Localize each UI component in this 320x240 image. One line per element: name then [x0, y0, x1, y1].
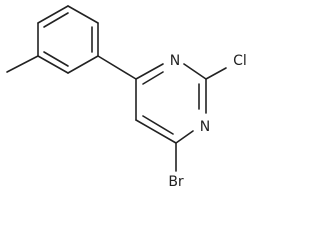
bond-pyr-n3-c2 [183, 63, 207, 80]
structure-canvas: N N Cl Br [6, 5, 247, 190]
bond-methyl [6, 55, 39, 73]
bond-ar-c2-c3 [37, 5, 69, 24]
bond-pyr-c6-c5 [135, 119, 177, 144]
atom-label-n1: N [200, 119, 210, 135]
atom-label-n3: N [170, 53, 180, 69]
bond-pyr-c4-n3 [135, 63, 164, 80]
bond-pyr-n1-c6 [175, 130, 194, 144]
bond-ar-double-1 [43, 12, 69, 28]
molecule-diagram: N N Cl Br [6, 5, 247, 190]
bond-pyr-double-3 [142, 115, 174, 135]
bond-c-cl [205, 67, 227, 80]
bond-ar-c3-c4 [67, 5, 99, 24]
bond-pyr-double-1 [142, 71, 164, 85]
atom-label-br: Br [168, 174, 184, 190]
bond-ar-double-3 [43, 51, 69, 67]
atom-label-cl: Cl [233, 53, 247, 69]
bond-aryl-link [97, 55, 137, 80]
bond-ar-c5-c6 [67, 55, 99, 74]
bond-ar-c6-c1 [37, 55, 69, 74]
